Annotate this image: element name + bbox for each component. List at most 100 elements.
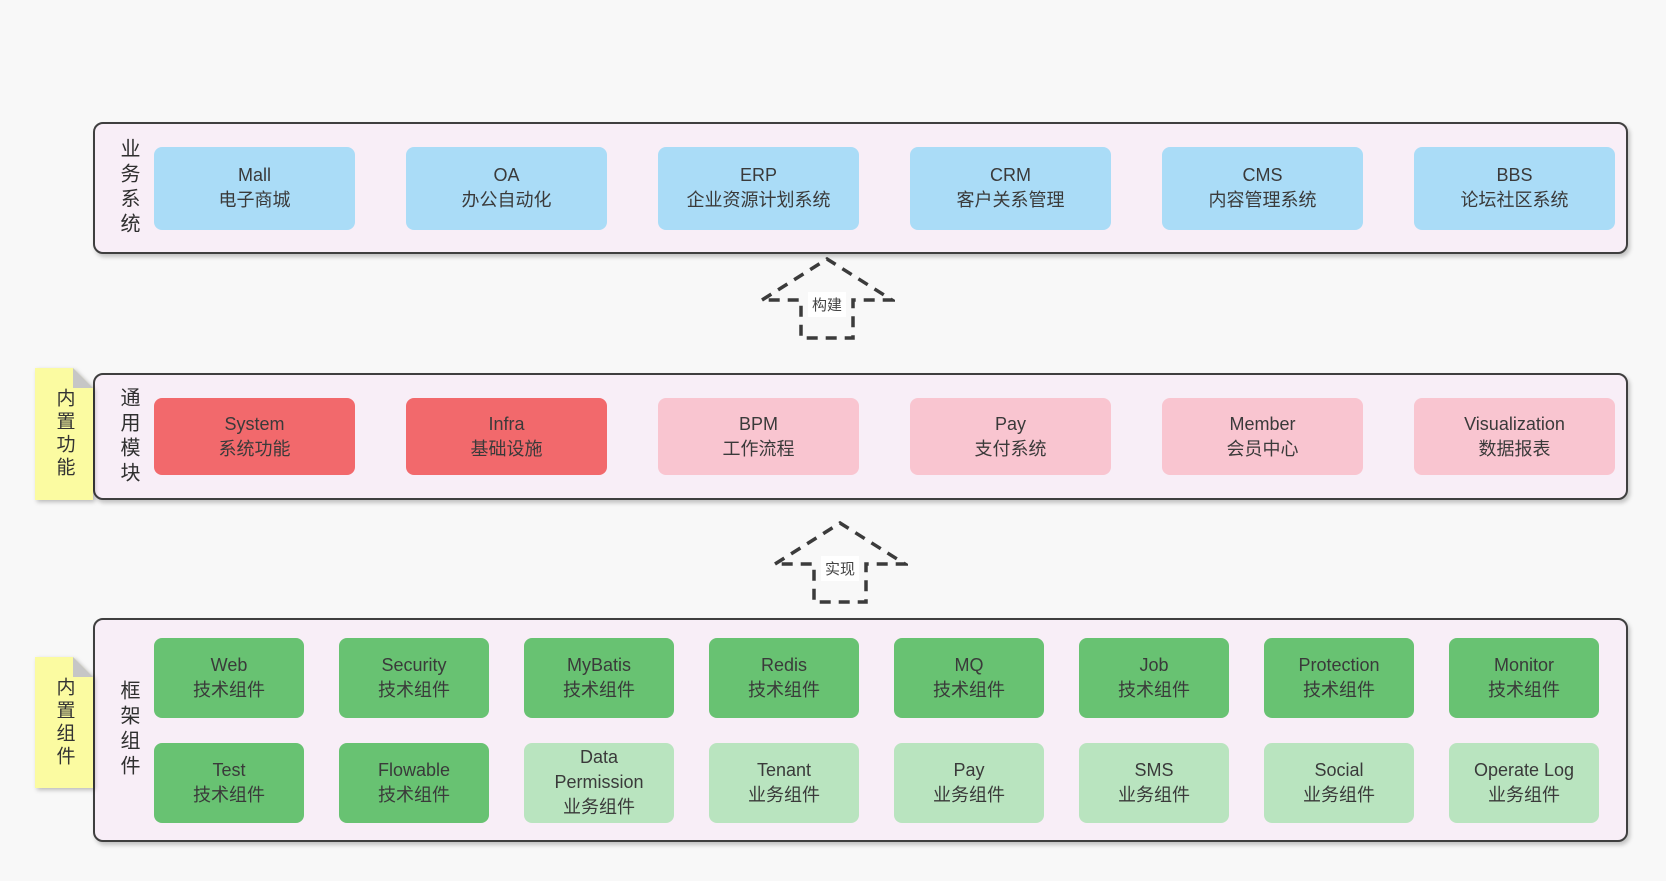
box-subtitle: 技术组件 (748, 679, 820, 700)
box-subtitle: 企业资源计划系统 (686, 190, 831, 210)
box-subtitle: 技术组件 (563, 679, 635, 700)
arrow-build: 构建 (759, 254, 895, 342)
box-title: Pay (994, 413, 1027, 434)
sticky-note-paper (35, 368, 93, 500)
box-pay-biz: Pay 业务组件 (894, 742, 1044, 823)
box-mall: Mall 电子商城 (154, 146, 355, 230)
box-title: Data Permission (554, 747, 644, 793)
box-test: Test 技术组件 (154, 742, 304, 823)
note-built-in-components: 内置组件 (35, 657, 93, 788)
box-flowable: Flowable 技术组件 (339, 742, 489, 823)
box-redis: Redis 技术组件 (709, 637, 859, 718)
box-title: Protection (1298, 654, 1380, 675)
box-subtitle: 业务组件 (748, 784, 820, 805)
box-subtitle: 会员中心 (1226, 438, 1299, 459)
box-title: System (224, 413, 285, 434)
arrow-implement-label: 实现 (820, 556, 860, 581)
box-mybatis: MyBatis 技术组件 (524, 637, 674, 718)
box-title: Flowable (377, 759, 451, 780)
box-social: Social 业务组件 (1264, 742, 1414, 823)
box-subtitle: 客户关系管理 (956, 190, 1065, 210)
box-pay: Pay 支付系统 (910, 398, 1111, 475)
box-erp: ERP 企业资源计划系统 (658, 146, 859, 230)
band-common-modules: 通用模块 System 系统功能 Infra 基础设施 BPM 工作流程 Pay… (93, 373, 1628, 500)
box-subtitle: 技术组件 (1303, 679, 1375, 700)
framework-components-row-1: Web 技术组件 Security 技术组件 MyBatis 技术组件 Redi… (154, 637, 1599, 718)
box-subtitle: 业务组件 (563, 796, 635, 817)
box-security: Security 技术组件 (339, 637, 489, 718)
framework-components-row-2: Test 技术组件 Flowable 技术组件 Data Permission … (154, 742, 1599, 823)
box-data-permission: Data Permission 业务组件 (524, 742, 674, 823)
box-subtitle: 业务组件 (1303, 784, 1375, 805)
box-operate-log: Operate Log 业务组件 (1449, 742, 1599, 823)
box-system: System 系统功能 (154, 398, 355, 475)
band-common-modules-label: 通用模块 (117, 386, 139, 487)
box-oa: OA 办公自动化 (406, 146, 607, 230)
box-title: BBS (1496, 165, 1533, 186)
box-subtitle: 技术组件 (378, 784, 450, 805)
up-arrow-dashed-icon (759, 256, 895, 340)
box-title: Web (210, 654, 248, 675)
arrow-build-label: 构建 (807, 292, 847, 317)
box-title: CMS (1242, 165, 1283, 186)
box-subtitle: 系统功能 (218, 438, 291, 459)
box-bbs: BBS 论坛社区系统 (1414, 146, 1615, 230)
box-title: Visualization (1464, 413, 1565, 434)
box-crm: CRM 客户关系管理 (910, 146, 1111, 230)
box-title: SMS (1134, 759, 1174, 780)
box-subtitle: 数据报表 (1478, 438, 1551, 459)
box-title: ERP (739, 165, 777, 186)
box-title: Social (1314, 759, 1364, 780)
box-title: OA (493, 165, 520, 186)
box-subtitle: 技术组件 (378, 679, 450, 700)
box-title: MyBatis (566, 654, 631, 675)
box-subtitle: 技术组件 (193, 679, 265, 700)
band-framework-components-label: 框架组件 (117, 680, 139, 780)
band-framework-components: 框架组件 Web 技术组件 Security 技术组件 MyBatis 技术组件… (93, 618, 1628, 842)
box-subtitle: 技术组件 (933, 679, 1005, 700)
box-subtitle: 内容管理系统 (1208, 190, 1317, 210)
box-job: Job 技术组件 (1079, 637, 1229, 718)
box-title: Job (1139, 654, 1169, 675)
box-cms: CMS 内容管理系统 (1162, 146, 1363, 230)
box-title: Mall (237, 165, 271, 186)
band-business-systems: 业务系统 Mall 电子商城 OA 办公自动化 ERP 企业资源计划系统 CRM… (93, 122, 1628, 254)
up-arrow-dashed-icon (772, 520, 908, 604)
box-subtitle: 技术组件 (1118, 679, 1190, 700)
box-mq: MQ 技术组件 (894, 637, 1044, 718)
band-business-systems-label: 业务系统 (117, 138, 139, 238)
box-subtitle: 业务组件 (1118, 784, 1190, 805)
note-built-in-features-label: 内置功能 (53, 388, 75, 480)
box-title: Member (1229, 413, 1296, 434)
box-title: CRM (990, 165, 1031, 186)
box-sms: SMS 业务组件 (1079, 742, 1229, 823)
box-subtitle: 办公自动化 (461, 190, 552, 210)
box-web: Web 技术组件 (154, 637, 304, 718)
box-bpm: BPM 工作流程 (658, 398, 859, 475)
box-title: Security (381, 654, 447, 675)
box-title: Operate Log (1473, 759, 1575, 780)
note-built-in-components-label: 内置组件 (53, 676, 75, 769)
box-title: Pay (953, 759, 985, 780)
box-title: Infra (488, 413, 525, 434)
sticky-note-paper (35, 657, 93, 788)
box-subtitle: 技术组件 (193, 784, 265, 805)
note-built-in-features: 内置功能 (35, 368, 93, 500)
folded-corner-icon (73, 368, 93, 388)
box-monitor: Monitor 技术组件 (1449, 637, 1599, 718)
box-infra: Infra 基础设施 (406, 398, 607, 475)
box-subtitle: 技术组件 (1488, 679, 1560, 700)
box-subtitle: 电子商城 (218, 190, 291, 210)
box-subtitle: 论坛社区系统 (1460, 190, 1569, 210)
common-modules-row: System 系统功能 Infra 基础设施 BPM 工作流程 Pay 支付系统… (154, 398, 1615, 475)
box-subtitle: 基础设施 (470, 438, 543, 459)
box-subtitle: 业务组件 (1488, 784, 1560, 805)
business-systems-row: Mall 电子商城 OA 办公自动化 ERP 企业资源计划系统 CRM 客户关系… (154, 146, 1615, 230)
framework-components-grid: Web 技术组件 Security 技术组件 MyBatis 技术组件 Redi… (154, 637, 1599, 823)
box-member: Member 会员中心 (1162, 398, 1363, 475)
box-title: BPM (738, 413, 778, 434)
box-title: Redis (760, 654, 808, 675)
box-subtitle: 支付系统 (974, 438, 1047, 459)
folded-corner-icon (73, 657, 93, 677)
box-title: Test (212, 759, 246, 780)
